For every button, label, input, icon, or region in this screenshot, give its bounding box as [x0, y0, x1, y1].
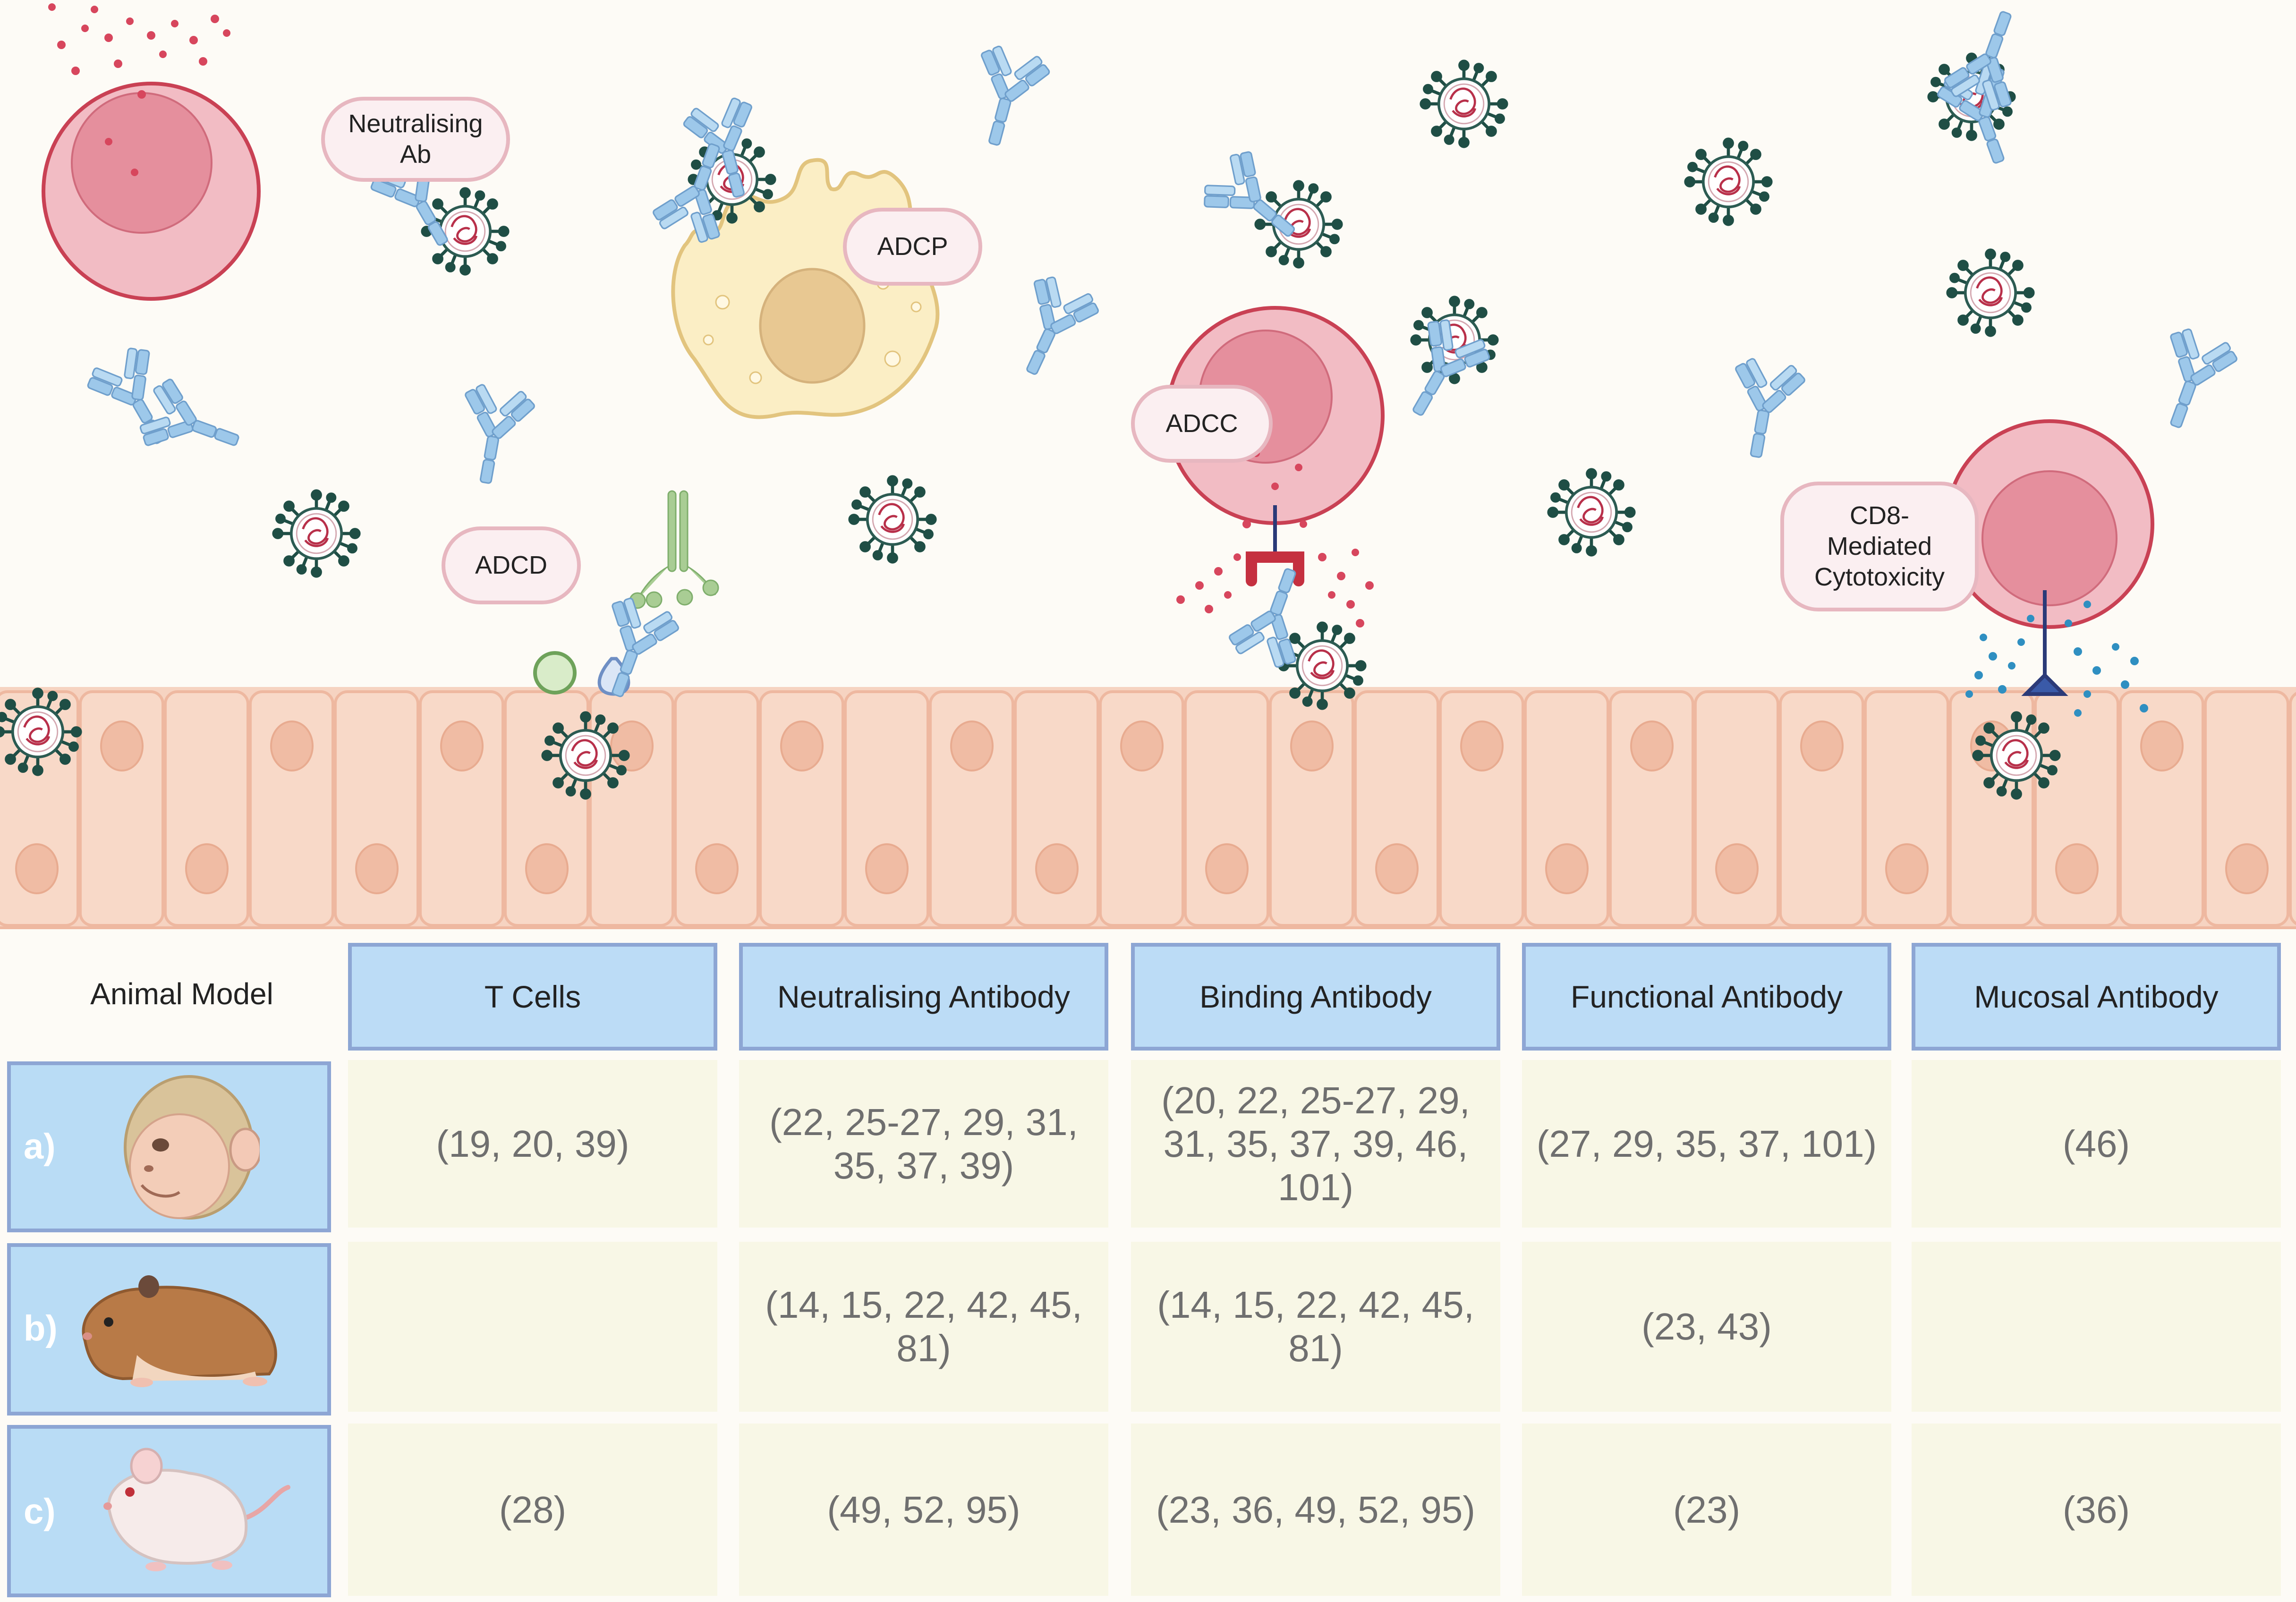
nk-cell	[1165, 306, 1385, 627]
antibody-icon	[1931, 58, 2034, 175]
antibody-icon	[2140, 322, 2243, 440]
epithelial-nucleus	[355, 843, 399, 894]
column-header-mucosal-antibody: Mucosal Antibody	[1912, 943, 2281, 1051]
virus-icon	[1421, 61, 1507, 147]
column-header-neutralising-antibody: Neutralising Antibody	[739, 943, 1108, 1051]
antibody-icon	[958, 40, 1054, 154]
cytotoxic-cell-left	[42, 3, 261, 301]
complement-molecule	[533, 490, 719, 696]
virus-icon	[1549, 470, 1634, 555]
column-header-t-cells: T Cells	[348, 943, 717, 1051]
immune-mechanism-illustration	[0, 0, 2296, 929]
epithelial-nucleus	[1375, 843, 1419, 894]
epithelial-nucleus	[525, 843, 569, 894]
antibody-icon	[1719, 354, 1809, 464]
adcp-label: ADCP	[843, 208, 982, 286]
epithelial-cell	[2290, 692, 2296, 925]
row-label-c: c)	[24, 1492, 56, 1532]
virus-icon	[274, 491, 359, 576]
cell-a-functional-antibody: (27, 29, 35, 37, 101)	[1522, 1060, 1891, 1228]
macaque-icon	[124, 1075, 260, 1220]
virus-icon	[543, 713, 629, 798]
epithelial-nucleus	[950, 720, 994, 771]
epithelium-layer	[0, 687, 2296, 929]
cell-c-t-cells: (28)	[348, 1424, 717, 1596]
virus-icon	[1948, 250, 2033, 336]
virus-icon	[850, 477, 935, 562]
virus-icon	[1256, 182, 1342, 267]
epithelial-nucleus	[1290, 720, 1334, 771]
cell-a-mucosal-antibody: (46)	[1912, 1060, 2281, 1228]
epithelial-nucleus	[1715, 843, 1759, 894]
virus-icon	[1974, 713, 2059, 798]
epithelial-nucleus	[1885, 843, 1929, 894]
column-header-functional-antibody: Functional Antibody	[1522, 943, 1891, 1051]
cell-c-binding-antibody: (23, 36, 49, 52, 95)	[1131, 1424, 1500, 1596]
row-label-box-b	[7, 1243, 331, 1416]
animal-model-header: Animal Model	[90, 977, 273, 1011]
virus-icon	[1686, 139, 1771, 225]
cell-a-neutralising-antibody: (22, 25-27, 29, 31, 35, 37, 39)	[739, 1060, 1108, 1228]
epithelial-nucleus	[1205, 843, 1249, 894]
row-label-a: a)	[24, 1127, 56, 1167]
neutralising-ab-label: Neutralising Ab	[321, 97, 510, 182]
epithelial-nucleus	[2055, 843, 2099, 894]
cell-b-t-cells	[348, 1242, 717, 1412]
epithelial-nucleus	[780, 720, 824, 771]
cell-c-neutralising-antibody: (49, 52, 95)	[739, 1424, 1108, 1596]
epithelial-nucleus	[15, 843, 59, 894]
epithelial-nucleus	[1630, 720, 1674, 771]
cell-a-t-cells: (19, 20, 39)	[348, 1060, 717, 1228]
epithelial-nucleus	[695, 843, 739, 894]
virus-particles	[0, 54, 2059, 798]
column-header-binding-antibody: Binding Antibody	[1131, 943, 1500, 1051]
epithelial-nucleus	[2225, 843, 2269, 894]
cell-b-functional-antibody: (23, 43)	[1522, 1242, 1891, 1412]
epithelial-nucleus	[100, 720, 144, 771]
cell-c-functional-antibody: (23)	[1522, 1424, 1891, 1596]
epithelial-nucleus	[1545, 843, 1589, 894]
antibody-icon	[449, 380, 539, 490]
virus-icon	[1280, 623, 1365, 709]
epithelial-nucleus	[1800, 720, 1844, 771]
antibody-icon	[133, 373, 251, 476]
row-label-b: b)	[24, 1308, 58, 1348]
epithelial-nucleus	[1120, 720, 1164, 771]
epithelial-nucleus	[865, 843, 909, 894]
epithelial-nucleus	[185, 843, 229, 894]
adcc-label: ADCC	[1131, 385, 1273, 463]
epithelial-nucleus	[440, 720, 484, 771]
cell-b-binding-antibody: (14, 15, 22, 42, 45, 81)	[1131, 1242, 1500, 1412]
cell-b-mucosal-antibody	[1912, 1242, 2281, 1412]
cd8-t-cell	[1945, 419, 2154, 717]
cell-b-neutralising-antibody: (14, 15, 22, 42, 45, 81)	[739, 1242, 1108, 1412]
cell-a-binding-antibody: (20, 22, 25-27, 29, 31, 35, 37, 39, 46, …	[1131, 1060, 1500, 1228]
epithelial-nucleus	[270, 720, 314, 771]
antibody-icon	[997, 269, 1105, 389]
epithelial-nucleus	[1460, 720, 1504, 771]
cell-c-mucosal-antibody: (36)	[1912, 1424, 2281, 1596]
epithelial-nucleus	[2140, 720, 2184, 771]
epithelial-nucleus	[1035, 843, 1079, 894]
mouse-icon	[103, 1448, 290, 1571]
hamster-icon	[82, 1275, 277, 1387]
cd8-cytotoxicity-label: CD8- Mediated Cytotoxicity	[1780, 482, 1979, 611]
adcd-label: ADCD	[442, 526, 581, 604]
